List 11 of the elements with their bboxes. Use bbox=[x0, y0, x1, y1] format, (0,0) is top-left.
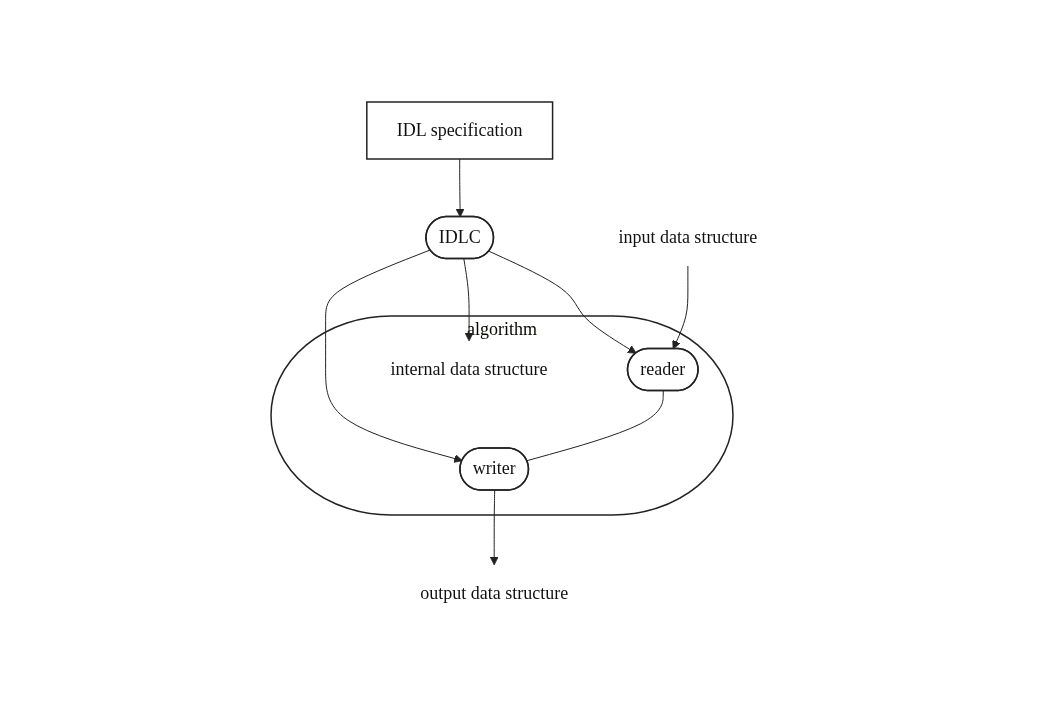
connector bbox=[526, 390, 664, 462]
node-text: input data structure bbox=[618, 227, 758, 247]
node-box: IDL specification bbox=[365, 101, 554, 160]
arrow bbox=[489, 490, 499, 566]
node-text: internal data structure bbox=[390, 358, 548, 379]
node-text: output data structure bbox=[420, 582, 568, 603]
arrow bbox=[488, 250, 637, 354]
arrow bbox=[455, 158, 465, 218]
arrow bbox=[463, 258, 474, 342]
arrow bbox=[672, 265, 689, 350]
arrow bbox=[324, 249, 463, 463]
